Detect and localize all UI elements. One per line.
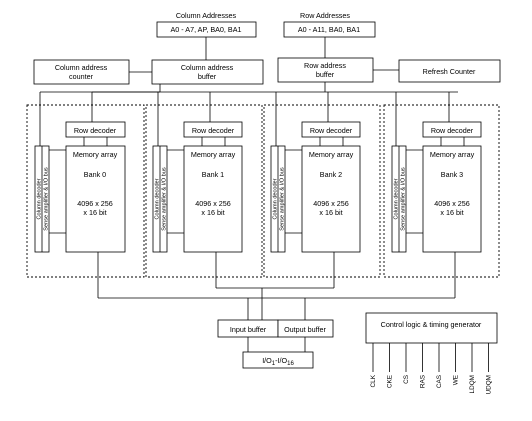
bank-2: Row decoder Memory array Bank 2 4096 x 2…	[263, 92, 381, 278]
bank-3-row-decoder-label: Row decoder	[431, 126, 474, 135]
control-signal-clk: CLK	[370, 374, 377, 387]
bank-2-column-decoder: Column decoder	[273, 178, 279, 219]
row-addresses-box	[283, 21, 376, 38]
io-pins-box	[242, 351, 314, 369]
bank-1-array-title: Memory array	[191, 150, 236, 159]
bank-3-name: Bank 3	[441, 170, 463, 179]
bank-3-row-decoder	[422, 121, 482, 138]
bank-3-sense-amplifier: Sense amplifier & I/O bus	[401, 167, 407, 231]
column-address-counter-line1: Column address	[55, 63, 108, 72]
bank-1-size2: x 16 bit	[201, 208, 224, 217]
control-signal-udqm: UDQM	[486, 375, 493, 395]
bank-2-array-title: Memory array	[309, 150, 354, 159]
row-address-buffer-line1: Row address	[304, 61, 346, 70]
bank-0: Row decoder Memory array Bank 0 4096 x 2…	[26, 92, 145, 278]
bank-1: Row decoder Memory array Bank 1 4096 x 2…	[145, 92, 263, 278]
refresh-counter-box	[398, 59, 501, 83]
bank-0-name: Bank 0	[84, 170, 106, 179]
bank-3-size2: x 16 bit	[440, 208, 463, 217]
control-signal-we: WE	[453, 375, 460, 385]
bank-0-frame	[26, 104, 145, 278]
control-signal-cas: CAS	[436, 375, 443, 388]
bank-3-memory-array	[422, 145, 482, 253]
bank-1-sense-amplifier: Sense amplifier & I/O bus	[162, 167, 168, 231]
bank-2-size1: 4096 x 256	[313, 199, 349, 208]
bank-2-name: Bank 2	[320, 170, 342, 179]
column-address-counter-box	[33, 59, 130, 85]
control-logic-label: Control logic & timing generator	[381, 320, 482, 329]
bank-1-name: Bank 1	[202, 170, 224, 179]
io-sub2: 16	[287, 361, 294, 367]
control-signal-cke: CKE	[387, 375, 394, 388]
bank-3-array-title: Memory array	[430, 150, 475, 159]
bank-2-frame	[263, 104, 381, 278]
io-sep: -I/O	[275, 356, 287, 365]
bank-0-row-decoder-label: Row decoder	[74, 126, 117, 135]
bank-0-column-decoder: Column decoder	[37, 178, 43, 219]
row-address-buffer-line2: buffer	[316, 70, 335, 79]
io-pins-label: I/O1-I/O16	[262, 356, 294, 367]
bank-2-sense-amplifier: Sense amplifier & I/O bus	[280, 167, 286, 231]
bank-3-column-decoder: Column decoder	[394, 178, 400, 219]
data-bus	[97, 252, 456, 320]
bank-0-size1: 4096 x 256	[77, 199, 113, 208]
row-addresses-title: Row Addresses	[300, 11, 350, 20]
bank-0-array-title: Memory array	[73, 150, 118, 159]
column-address-buffer-line2: buffer	[198, 72, 217, 81]
control-signal-cs: CS	[403, 375, 410, 384]
bank-1-row-decoder	[183, 121, 243, 138]
bank-3: Row decoder Memory array Bank 3 4096 x 2…	[383, 92, 500, 278]
column-address-buffer-line1: Column address	[181, 63, 234, 72]
bank-1-column-decoder: Column decoder	[155, 178, 161, 219]
input-buffer-label: Input buffer	[230, 325, 267, 334]
bank-1-memory-array	[183, 145, 243, 253]
bank-0-memory-array	[65, 145, 126, 253]
refresh-counter-label: Refresh Counter	[423, 67, 476, 76]
bank-0-size2: x 16 bit	[83, 208, 106, 217]
column-addresses-title: Column Addresses	[176, 11, 237, 20]
bank-2-size2: x 16 bit	[319, 208, 342, 217]
io-prefix: I/O	[262, 356, 272, 365]
column-address-counter-line2: counter	[69, 72, 94, 81]
bank-2-memory-array	[301, 145, 361, 253]
bank-1-row-decoder-label: Row decoder	[192, 126, 235, 135]
bank-2-row-decoder-label: Row decoder	[310, 126, 353, 135]
bank-0-row-decoder	[65, 121, 126, 138]
bank-3-frame	[383, 104, 500, 278]
output-buffer-label: Output buffer	[284, 325, 326, 334]
column-addresses-signals: A0 - A7, AP, BA0, BA1	[171, 25, 242, 34]
control-signal-ras: RAS	[420, 375, 427, 388]
output-buffer-box	[277, 319, 334, 338]
bank-0-sense-amplifier: Sense amplifier & I/O bus	[44, 167, 50, 231]
control-signals: CLK CKE CS RAS CAS WE LDQM UDQM	[370, 343, 493, 395]
bank-1-size1: 4096 x 256	[195, 199, 231, 208]
bank-1-frame	[145, 104, 263, 278]
io-sub1: 1	[272, 361, 276, 367]
control-signal-ldqm: LDQM	[469, 375, 476, 393]
column-addresses-box	[156, 21, 257, 38]
control-logic-box	[365, 312, 498, 344]
bank-3-size1: 4096 x 256	[434, 199, 470, 208]
bank-2-row-decoder	[301, 121, 361, 138]
row-addresses-signals: A0 - A11, BA0, BA1	[298, 25, 360, 34]
